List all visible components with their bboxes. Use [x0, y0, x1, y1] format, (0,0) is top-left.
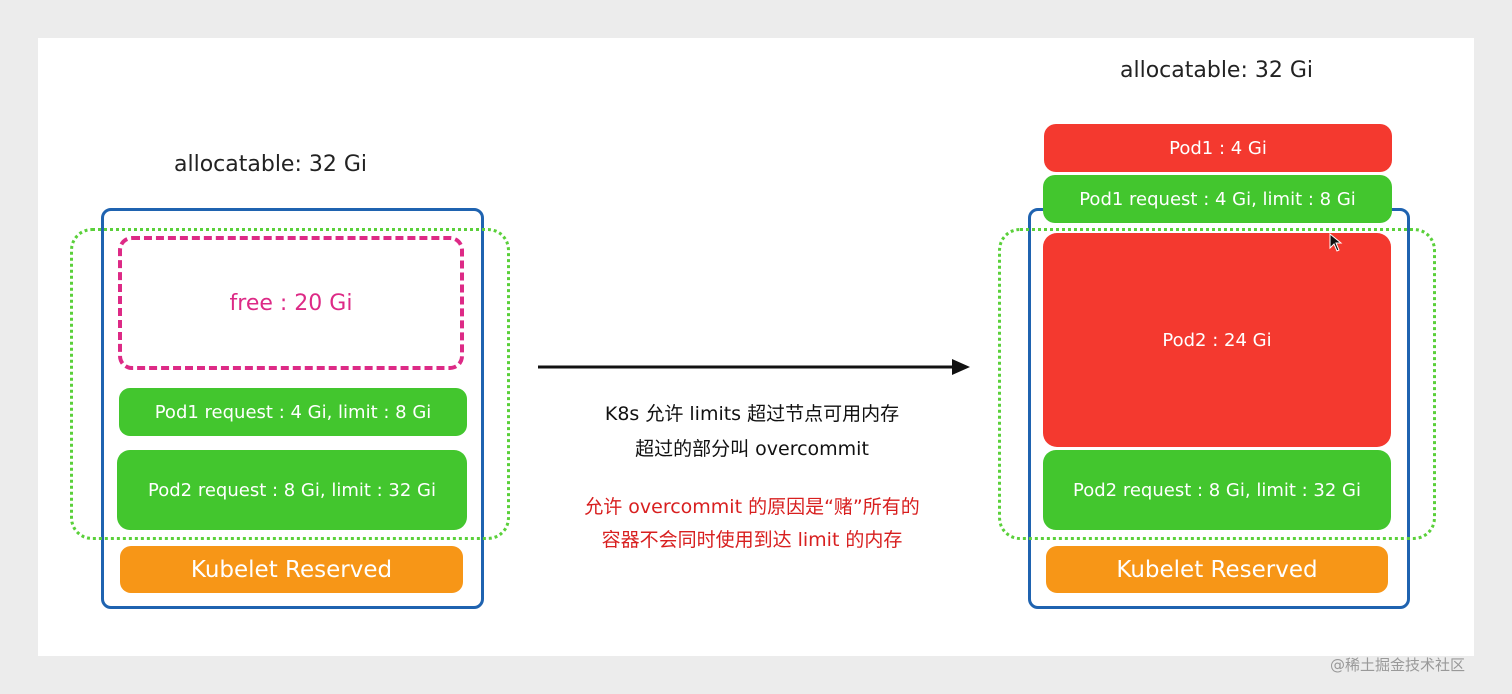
left-node-box — [101, 208, 484, 609]
left-pod2-label: Pod2 request : 8 Gi, limit : 32 Gi — [148, 479, 436, 501]
left-pod1-label: Pod1 request : 4 Gi, limit : 8 Gi — [154, 401, 432, 423]
left-free-box: free : 20 Gi — [118, 236, 464, 370]
note-red-line-2: 容器不会同时使用到达 limit 的内存 — [601, 529, 903, 551]
mouse-cursor-icon — [1329, 233, 1343, 252]
left-pod1-request: Pod1 request : 4 Gi, limit : 8 Gi — [119, 388, 467, 436]
left-free-label: free : 20 Gi — [229, 290, 353, 316]
left-pod2-request: Pod2 request : 8 Gi, limit : 32 Gi — [117, 450, 467, 530]
right-arrow-icon — [538, 359, 970, 375]
right-pod2-request: Pod2 request : 8 Gi, limit : 32 Gi — [1043, 450, 1391, 530]
right-allocatable-area — [998, 228, 1436, 540]
note-line-2: 超过的部分叫 overcommit — [635, 438, 869, 460]
watermark: @稀土掘金技术社区 — [1330, 656, 1466, 674]
right-pod2-label: Pod2 request : 8 Gi, limit : 32 Gi — [1073, 479, 1361, 501]
right-kubelet-label: Kubelet Reserved — [1116, 556, 1318, 583]
right-pod2-usage-label: Pod2 : 24 Gi — [1162, 329, 1272, 351]
right-pod2-usage: Pod2 : 24 Gi — [1043, 233, 1391, 447]
left-kubelet-label: Kubelet Reserved — [190, 556, 393, 583]
left-kubelet-reserved: Kubelet Reserved — [120, 546, 463, 593]
right-pod1-usage: Pod1 : 4 Gi — [1044, 124, 1392, 172]
left-allocatable-area — [70, 228, 510, 540]
right-pod1-request: Pod1 request : 4 Gi, limit : 8 Gi — [1043, 175, 1392, 223]
right-pod1-usage-label: Pod1 : 4 Gi — [1169, 137, 1267, 159]
right-kubelet-reserved: Kubelet Reserved — [1046, 546, 1388, 593]
left-allocatable-title: allocatable: 32 Gi — [174, 152, 368, 177]
note-line-1: K8s 允许 limits 超过节点可用内存 — [604, 403, 900, 425]
note-red-line-1: 允许 overcommit 的原因是“赌”所有的 — [584, 496, 920, 518]
right-pod1-label: Pod1 request : 4 Gi, limit : 8 Gi — [1079, 188, 1356, 210]
right-allocatable-title: allocatable: 32 Gi — [1120, 58, 1314, 83]
